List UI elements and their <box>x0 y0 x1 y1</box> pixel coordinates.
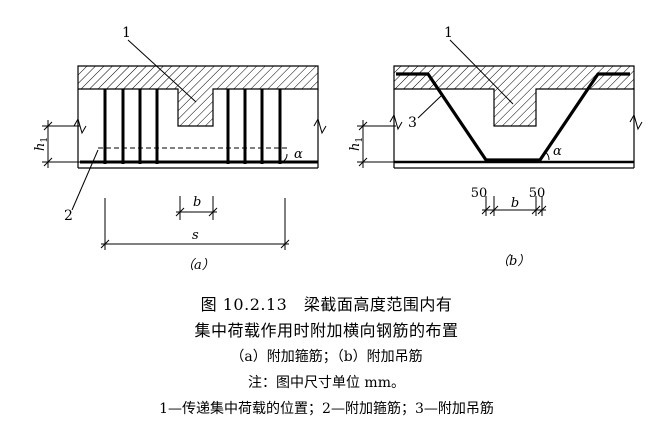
leader-1-b <box>449 39 514 105</box>
break-mark-right-a <box>313 117 327 135</box>
figure-legend: 1—传递集中荷载的位置；2—附加箍筋；3—附加吊筋 <box>159 401 494 417</box>
dim-50-left-label: 50 <box>471 186 488 201</box>
label-2-a: 2 <box>64 208 73 224</box>
angle-arc-a <box>281 153 288 163</box>
angle-label-a: α <box>294 147 303 162</box>
slab-b <box>393 65 635 127</box>
leader-1-a <box>127 39 197 103</box>
panel-a-caption: （a） <box>181 257 215 273</box>
leader-2-a <box>71 149 99 211</box>
dim-b-label-a: b <box>193 195 201 210</box>
dim-b-label-b: b <box>511 196 519 211</box>
figure-subtitle: （a）附加箍筋；（b）附加吊筋 <box>230 349 423 365</box>
stirrups-right <box>226 89 282 164</box>
figure-note: 注：图中尺寸单位 mm。 <box>247 375 405 391</box>
panel-a: α 1 2 h1 b <box>33 25 327 273</box>
break-mark-right-b <box>629 113 643 131</box>
break-mark-left-b <box>389 113 403 131</box>
dim-h1-label-b: h1 <box>348 137 365 151</box>
figure-title: 图 10.2.13 梁截面高度范围内有 <box>200 295 453 314</box>
panel-b: α 1 3 h1 50 b <box>348 25 643 269</box>
label-3-b: 3 <box>408 115 417 131</box>
figure-title-line2: 集中荷载作用时附加横向钢筋的布置 <box>194 321 459 340</box>
dim-50-right-label: 50 <box>529 186 546 201</box>
leader-3-b <box>417 95 442 119</box>
dim-s-label-a: s <box>192 228 199 243</box>
dim-h1-label-a: h1 <box>33 137 50 151</box>
hanger-bar-b <box>396 72 630 162</box>
stirrups-left <box>103 89 159 164</box>
dim-h1-a <box>42 120 80 168</box>
dim-50-b-50 <box>481 196 547 216</box>
dim-b-a <box>175 196 218 220</box>
dim-h1-b <box>357 120 396 168</box>
reinforcement-figure: α 1 2 h1 b <box>33 25 643 273</box>
dim-s-a <box>100 198 290 250</box>
label-1-a: 1 <box>122 25 131 41</box>
label-1-b: 1 <box>444 25 453 41</box>
slab-a <box>77 65 319 127</box>
panel-b-caption: （b） <box>496 253 530 269</box>
angle-label-b: α <box>553 144 562 159</box>
angle-arc-b <box>544 151 550 161</box>
